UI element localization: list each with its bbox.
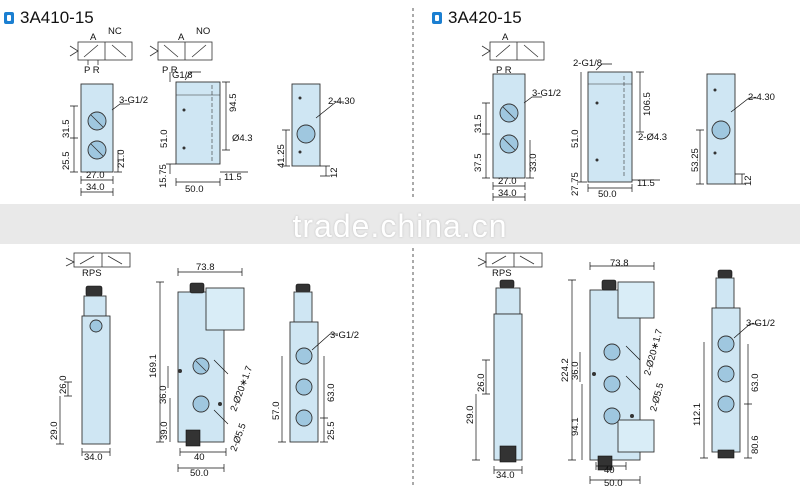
dim-94-1: 94.1 bbox=[570, 418, 581, 437]
dim-d4-3: Ø4.3 bbox=[232, 133, 253, 144]
rps-label: RPS bbox=[82, 268, 102, 279]
dim-12-b: 12 bbox=[743, 175, 754, 186]
solenoid-symbol-right bbox=[477, 252, 543, 268]
dim-63-0-b: 63.0 bbox=[750, 374, 761, 393]
dim-15-75: 15.75 bbox=[158, 164, 169, 188]
dim-41-25: 41.25 bbox=[276, 144, 287, 168]
dim-34-0-b: 34.0 bbox=[498, 188, 517, 199]
dim-169-1: 169.1 bbox=[148, 354, 159, 378]
valve-symbol-no bbox=[149, 41, 213, 61]
dim-27-0-b: 27.0 bbox=[498, 176, 517, 187]
dim-27-75: 27.75 bbox=[570, 172, 581, 196]
dim-3-g12: 3-G1/2 bbox=[119, 95, 148, 106]
dim-12: 12 bbox=[329, 167, 340, 178]
title-3a410-text: 3A410-15 bbox=[20, 8, 94, 27]
dim-36-0: 36.0 bbox=[158, 386, 169, 405]
dim-3-g12-c: 3-G1/2 bbox=[330, 330, 359, 341]
a-label-3: A bbox=[502, 32, 509, 43]
valve-solenoid-side-left bbox=[177, 282, 245, 447]
valve-solenoid-rear-right bbox=[711, 269, 741, 459]
dim-50-0: 50.0 bbox=[185, 184, 204, 195]
dim-57-0: 57.0 bbox=[271, 402, 282, 421]
dim-2-d5-5: 2-Ø5.5 bbox=[228, 422, 248, 453]
dim-g18: G1/8 bbox=[172, 70, 193, 81]
watermark-text: trade.china.cn bbox=[292, 208, 508, 244]
dim-94-5: 94.5 bbox=[228, 94, 239, 113]
dim-29-0-b: 29.0 bbox=[465, 406, 476, 425]
dim-11-5-b: 11.5 bbox=[637, 178, 655, 189]
dim-51-0: 51.0 bbox=[159, 130, 170, 149]
dim-29-0: 29.0 bbox=[49, 422, 60, 441]
dim-31-5: 31.5 bbox=[61, 120, 72, 139]
dim-63-0: 63.0 bbox=[326, 384, 337, 403]
valve-3a410-side bbox=[175, 81, 221, 165]
dim-2-4-30: 2-4.30 bbox=[328, 96, 355, 107]
nc-label: NC bbox=[108, 26, 122, 37]
bullet-icon bbox=[432, 12, 442, 24]
dim-73-8-b: 73.8 bbox=[610, 258, 629, 269]
valve-3a410-front bbox=[80, 83, 114, 173]
dim-26-0: 26.0 bbox=[58, 376, 69, 395]
dim-3-g12-b: 3-G1/2 bbox=[532, 88, 561, 99]
dim-25-5: 25.5 bbox=[61, 152, 72, 171]
valve-solenoid-rear-left bbox=[289, 283, 319, 443]
dim-33-0: 33.0 bbox=[528, 154, 539, 173]
pr-label-2: P R bbox=[162, 65, 178, 76]
dim-2-g18: 2-G1/8 bbox=[573, 58, 602, 69]
dim-34-0-c: 34.0 bbox=[84, 452, 103, 463]
dim-40-b: 40 bbox=[604, 465, 615, 476]
dim-224-2: 224.2 bbox=[560, 358, 571, 382]
a-label-2: A bbox=[178, 32, 185, 43]
dim-50-0-b: 50.0 bbox=[598, 189, 617, 200]
valve-3a420-front bbox=[492, 73, 526, 179]
dim-40: 40 bbox=[194, 452, 205, 463]
valve-symbol-nc bbox=[69, 41, 133, 65]
dim-80-6: 80.6 bbox=[750, 436, 761, 455]
dim-37-5: 37.5 bbox=[473, 154, 484, 173]
dim-36-0-b: 36.0 bbox=[570, 362, 581, 381]
dim-112-1: 112.1 bbox=[692, 403, 703, 426]
dim-2-d5-5-b: 2-Ø5.5 bbox=[648, 382, 666, 413]
valve-3a420-side bbox=[587, 71, 633, 183]
dim-2-4-30-b: 2-4.30 bbox=[748, 92, 775, 103]
bullet-icon bbox=[4, 12, 14, 24]
dim-34-0-d: 34.0 bbox=[496, 470, 515, 481]
dim-2-d20-b: 2-Ø20∗1.7 bbox=[642, 328, 665, 377]
valve-symbol-3a420 bbox=[481, 41, 545, 61]
dim-3-g12-d: 3-G1/2 bbox=[746, 318, 775, 329]
rps-label-2: RPS bbox=[492, 268, 512, 279]
dim-27-0: 27.0 bbox=[86, 170, 105, 181]
dim-50-0-c: 50.0 bbox=[190, 468, 209, 479]
valve-solenoid-side-right bbox=[589, 279, 655, 471]
valve-solenoid-front-left bbox=[81, 285, 111, 445]
no-label: NO bbox=[196, 26, 210, 37]
dim-51-0-b: 51.0 bbox=[570, 130, 581, 149]
dim-26-0-b: 26.0 bbox=[476, 374, 487, 393]
dim-50-0-d: 50.0 bbox=[604, 478, 623, 489]
pr-label-3: P R bbox=[496, 65, 512, 76]
section-title-left: 3A410-15 bbox=[4, 8, 94, 28]
dim-73-8: 73.8 bbox=[196, 262, 215, 273]
dim-2-d20: 2-Ø20∗1.7 bbox=[228, 365, 255, 413]
section-title-right: 3A420-15 bbox=[432, 8, 522, 28]
valve-3a420-rear bbox=[706, 73, 736, 185]
dim-11-5: 11.5 bbox=[224, 172, 242, 183]
title-3a420-text: 3A420-15 bbox=[448, 8, 522, 27]
dim-106-5: 106.5 bbox=[642, 92, 653, 116]
valve-3a410-rear bbox=[291, 83, 321, 167]
dim-31-5-b: 31.5 bbox=[473, 115, 484, 134]
dim-39-0: 39.0 bbox=[159, 422, 170, 441]
solenoid-symbol-left bbox=[65, 252, 131, 268]
watermark-band bbox=[0, 204, 800, 244]
valve-solenoid-front-right bbox=[493, 279, 523, 463]
pr-label: P R bbox=[84, 65, 100, 76]
a-label: A bbox=[90, 32, 97, 43]
dim-53-25: 53.25 bbox=[690, 148, 701, 172]
dim-25-5-c: 25.5 bbox=[326, 422, 337, 441]
dim-34-0: 34.0 bbox=[86, 182, 105, 193]
dim-2-d4-3: 2-Ø4.3 bbox=[638, 132, 667, 143]
dim-21-0: 21.0 bbox=[116, 150, 127, 169]
